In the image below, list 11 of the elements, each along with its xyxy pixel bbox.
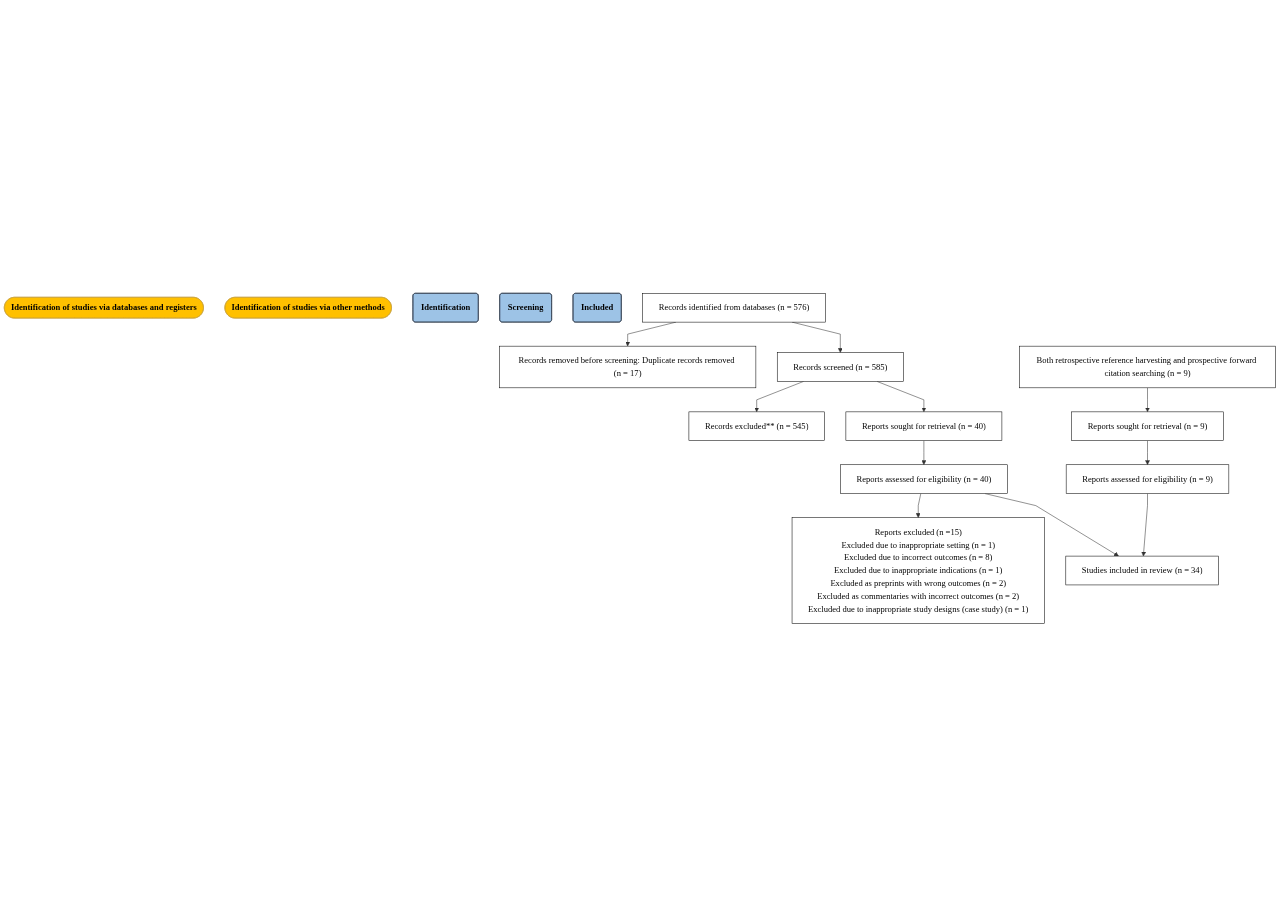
node-box: Records removed before screening: Duplicate records removed (n = 17) — [499, 346, 757, 389]
node-box: Reports excluded (n =15) Excluded due to inappropriate setting (n = 1) Excluded due to incorrect outcomes (n = 8) Excluded due to inappropriate indications (n = 1) Excluded as preprints with wrong outcomes (n = 2) Excluded as commentaries with incorrect outcomes (n = 2) Excluded due to inappropriate study designs (case study) (n = 1) — [791, 517, 1045, 624]
node-box: Records identified from databases (n = 576) — [642, 293, 826, 323]
node-box: Both retrospective reference harvesting and prospective forward citation searching (n = 9) — [1019, 346, 1276, 389]
node-box: Records excluded** (n = 545) — [688, 411, 825, 442]
node-box: Reports assessed for eligibility (n = 40) — [840, 464, 1008, 494]
node-box: Reports sought for retrieval (n = 40) — [845, 411, 1003, 442]
node-box: Records screened (n = 585) — [776, 352, 904, 382]
node-box: Reports assessed for eligibility (n = 9) — [1065, 464, 1230, 494]
node-box: Reports sought for retrieval (n = 9) — [1071, 411, 1224, 442]
node-box: Studies included in review (n = 34) — [1065, 556, 1219, 586]
